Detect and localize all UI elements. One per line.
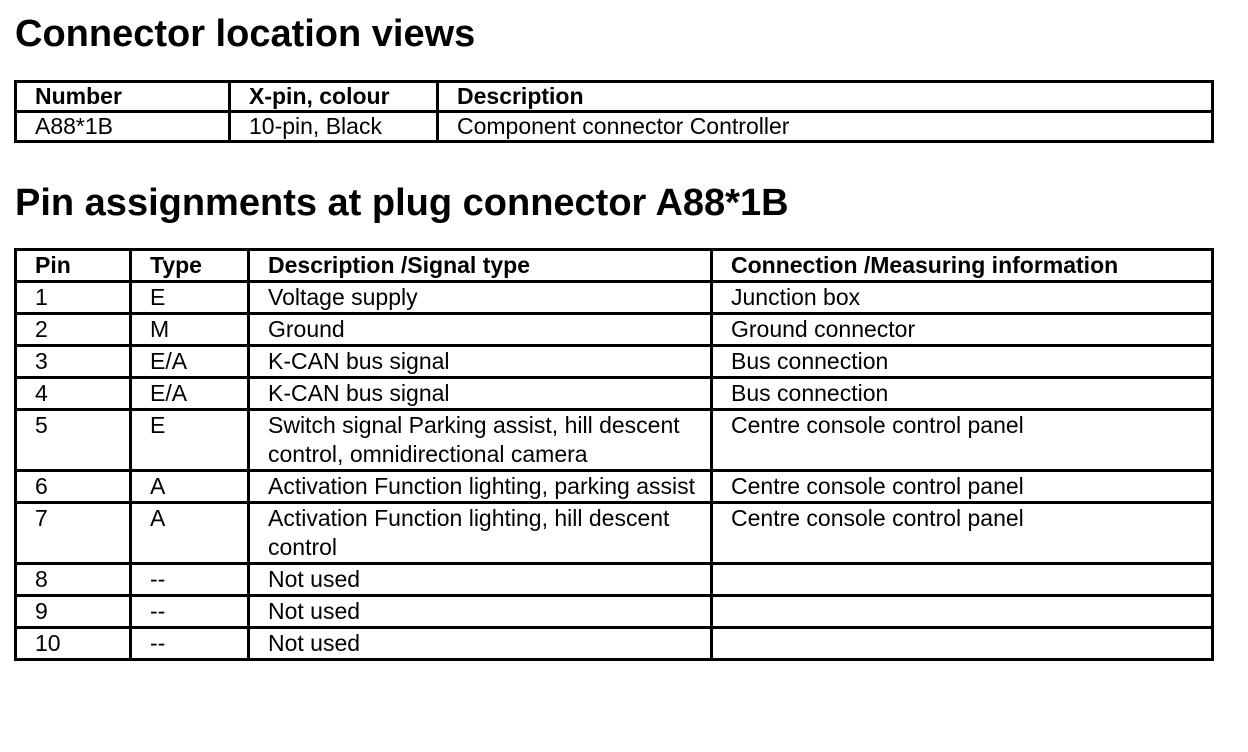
header-number: Number xyxy=(14,80,231,113)
pin-description: Not used xyxy=(247,626,713,661)
connector-table: Number X-pin, colour Description A88*1B … xyxy=(14,80,1214,143)
pin-type: E xyxy=(129,408,250,472)
header-pin: Pin xyxy=(14,248,132,283)
pin-connection: Bus connection xyxy=(710,376,1214,411)
table-row: 8 -- Not used xyxy=(14,562,1214,597)
table-row: 9 -- Not used xyxy=(14,594,1214,629)
pin-type: A xyxy=(129,469,250,504)
header-connection-info: Connection /Measuring information xyxy=(710,248,1214,283)
table-row: 5 E Switch signal Parking assist, hill d… xyxy=(14,408,1214,472)
table-row: 2 M Ground Ground connector xyxy=(14,312,1214,347)
pin-assignments-table: Pin Type Description /Signal type Connec… xyxy=(14,248,1214,661)
pin-number: 10 xyxy=(14,626,132,661)
connector-table-header-row: Number X-pin, colour Description xyxy=(14,80,1214,113)
pin-type: E/A xyxy=(129,344,250,379)
table-row: A88*1B 10-pin, Black Component connector… xyxy=(14,110,1214,143)
header-description: Description xyxy=(436,80,1214,113)
header-type: Type xyxy=(129,248,250,283)
pin-type: -- xyxy=(129,626,250,661)
pin-connection: Ground connector xyxy=(710,312,1214,347)
pin-type: A xyxy=(129,501,250,565)
table-row: 3 E/A K-CAN bus signal Bus connection xyxy=(14,344,1214,379)
pin-description: K-CAN bus signal xyxy=(247,344,713,379)
pin-number: 1 xyxy=(14,280,132,315)
pin-connection xyxy=(710,626,1214,661)
pin-connection: Junction box xyxy=(710,280,1214,315)
pin-number: 7 xyxy=(14,501,132,565)
table-row: 6 A Activation Function lighting, parkin… xyxy=(14,469,1214,504)
pin-description: Activation Function lighting, parking as… xyxy=(247,469,713,504)
pin-number: 3 xyxy=(14,344,132,379)
connector-number: A88*1B xyxy=(14,110,231,143)
connector-pins-colour: 10-pin, Black xyxy=(228,110,439,143)
pin-type: M xyxy=(129,312,250,347)
table-row: 10 -- Not used xyxy=(14,626,1214,661)
connector-description: Component connector Controller xyxy=(436,110,1214,143)
header-signal-type: Description /Signal type xyxy=(247,248,713,283)
pin-description: K-CAN bus signal xyxy=(247,376,713,411)
pin-connection: Centre console control panel xyxy=(710,469,1214,504)
pin-table-header-row: Pin Type Description /Signal type Connec… xyxy=(14,248,1214,283)
connector-location-heading: Connector location views xyxy=(15,13,476,55)
pin-description: Voltage supply xyxy=(247,280,713,315)
pin-number: 6 xyxy=(14,469,132,504)
pin-number: 8 xyxy=(14,562,132,597)
pin-number: 9 xyxy=(14,594,132,629)
pin-type: -- xyxy=(129,562,250,597)
pin-connection: Centre console control panel xyxy=(710,501,1214,565)
table-row: 1 E Voltage supply Junction box xyxy=(14,280,1214,315)
pin-description: Activation Function lighting, hill desce… xyxy=(247,501,713,565)
pin-type: E/A xyxy=(129,376,250,411)
pin-connection xyxy=(710,562,1214,597)
header-xpin-colour: X-pin, colour xyxy=(228,80,439,113)
pin-type: -- xyxy=(129,594,250,629)
pin-number: 4 xyxy=(14,376,132,411)
pin-description: Switch signal Parking assist, hill desce… xyxy=(247,408,713,472)
pin-number: 5 xyxy=(14,408,132,472)
table-row: 7 A Activation Function lighting, hill d… xyxy=(14,501,1214,565)
pin-description: Not used xyxy=(247,562,713,597)
pin-description: Ground xyxy=(247,312,713,347)
table-row: 4 E/A K-CAN bus signal Bus connection xyxy=(14,376,1214,411)
pin-connection: Centre console control panel xyxy=(710,408,1214,472)
pin-number: 2 xyxy=(14,312,132,347)
pin-connection xyxy=(710,594,1214,629)
pin-assignments-heading: Pin assignments at plug connector A88*1B xyxy=(15,182,789,224)
pin-connection: Bus connection xyxy=(710,344,1214,379)
pin-type: E xyxy=(129,280,250,315)
pin-description: Not used xyxy=(247,594,713,629)
